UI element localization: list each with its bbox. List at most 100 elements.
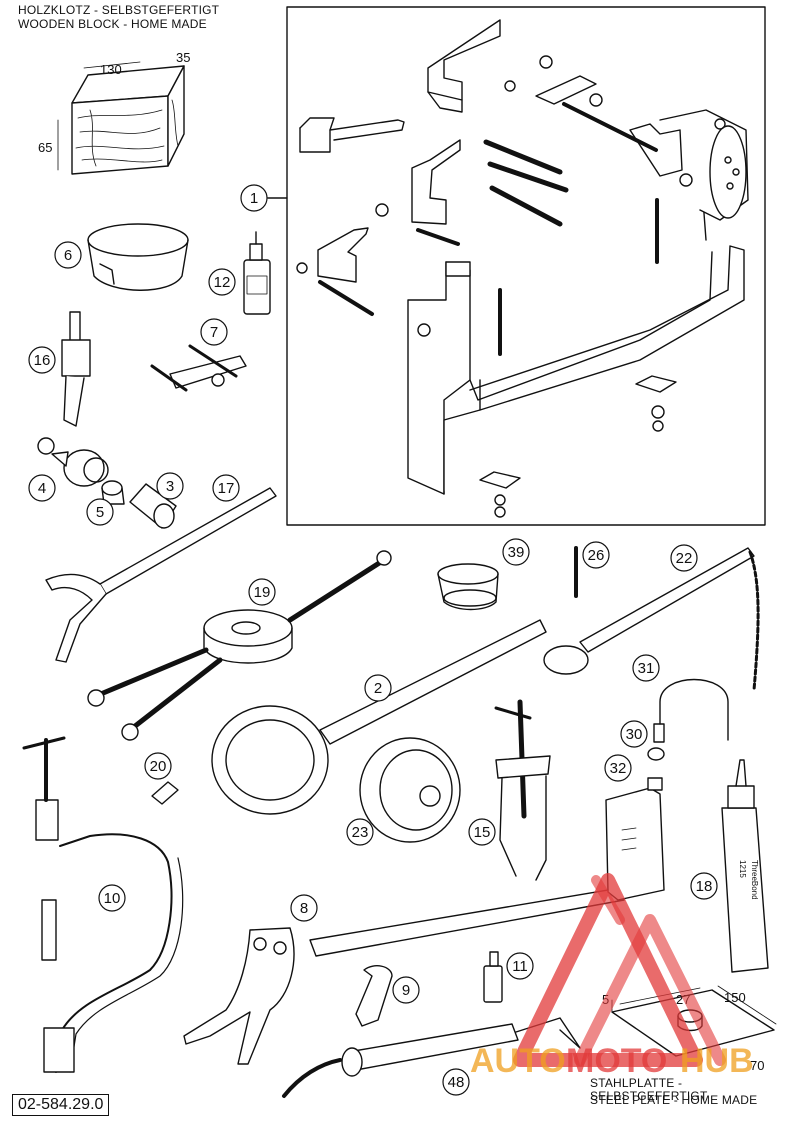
callout-circle-23 [346, 818, 374, 846]
cup-tool-39 [437, 563, 499, 611]
bolt-20 [151, 781, 179, 805]
callout-label-19: 19 [254, 584, 271, 601]
callout-label-26: 26 [588, 547, 605, 564]
callout-circle-32 [604, 754, 632, 782]
callout-circle-15 [468, 818, 496, 846]
callout-circle-8 [290, 894, 318, 922]
callout-label-4: 4 [38, 480, 46, 497]
callout-circle-1 [240, 184, 268, 212]
callout-circle-48 [442, 1068, 470, 1096]
wood-length-label: 130 [100, 62, 122, 77]
cap-32 [647, 747, 665, 761]
callout-circle-12 [208, 268, 236, 296]
watermark-logo [513, 873, 726, 1067]
callout-label-15: 15 [474, 824, 491, 841]
holder-tool-19 [87, 550, 392, 741]
wood-block-dimensions: 130 35 65 [38, 50, 190, 155]
callout-label-6: 6 [64, 247, 72, 264]
tube-brand-text: ThreeBond [750, 860, 759, 900]
puller-tool-16 [61, 311, 91, 427]
sleeve-3 [129, 483, 177, 529]
header-line-2: WOODEN BLOCK - HOME MADE [18, 17, 207, 31]
key-tool-9 [355, 965, 393, 1027]
threebond-tube-18 [721, 759, 769, 973]
callout-label-32: 32 [610, 760, 627, 777]
callout-circle-6 [54, 241, 82, 269]
assembly-frame-box [286, 6, 766, 526]
compressor-10 [22, 736, 184, 1073]
callout-label-8: 8 [300, 900, 308, 917]
callout-label-31: 31 [638, 660, 655, 677]
wood-width-label: 35 [176, 50, 190, 65]
callout-label-7: 7 [210, 324, 218, 341]
wooden-block-drawing [57, 61, 185, 175]
callout-label-9: 9 [402, 982, 410, 999]
callout-circle-16 [28, 346, 56, 374]
watermark-part-1: AUTO [470, 1042, 566, 1080]
footer-line-2: STEEL PLATE - HOME MADE [590, 1093, 758, 1107]
document-number: 02-584.29.0 [12, 1094, 110, 1116]
callout-label-39: 39 [508, 544, 525, 561]
callout-circle-19 [248, 578, 276, 606]
sleeve-5 [101, 480, 125, 505]
callout-label-12: 12 [214, 274, 231, 291]
holder-tool-8 [183, 887, 625, 1065]
socket-tool-4 [37, 437, 109, 487]
small-bottle-11 [483, 951, 503, 1003]
footer-line-1: STAHLPLATTE - SELBSTGEFERTIGT [590, 1076, 708, 1103]
callout-label-5: 5 [96, 504, 104, 521]
callout-label-16: 16 [34, 352, 51, 369]
callout-circle-4 [28, 474, 56, 502]
callout-circle-26 [582, 541, 610, 569]
holding-wrench-2 [211, 619, 547, 815]
callout-circle-2 [364, 674, 392, 702]
callout-label-30: 30 [626, 726, 643, 743]
callout-label-1: 1 [250, 190, 258, 207]
plate-dim-c: 150 [724, 990, 746, 1005]
u-bolt-31 [659, 678, 729, 741]
callout-label-23: 23 [352, 824, 369, 841]
gear-puller-15 [494, 699, 551, 881]
engine-stand-drawing [296, 19, 749, 518]
callout-label-22: 22 [676, 550, 693, 567]
callout-circle-11 [506, 952, 534, 980]
callout-circle-31 [632, 654, 660, 682]
watermark-part-3: HUB [680, 1042, 754, 1080]
callout-circle-5 [86, 498, 114, 526]
callout-circle-22 [670, 544, 698, 572]
grease-gun-48 [282, 1017, 581, 1098]
callout-label-3: 3 [166, 478, 174, 495]
callout-circle-30 [620, 720, 648, 748]
callout-label-18: 18 [696, 878, 713, 895]
callout-circle-39 [502, 538, 530, 566]
screw-30 [653, 723, 665, 743]
lever-tool-17 [45, 487, 277, 663]
callout-label-10: 10 [104, 890, 121, 907]
callout-circle-20 [144, 752, 172, 780]
callout-label-48: 48 [448, 1074, 465, 1091]
callout-label-2: 2 [374, 680, 382, 697]
plate-dim-d: 70 [750, 1058, 764, 1073]
callout-label-11: 11 [512, 958, 528, 975]
tube-code-text: 1215 [738, 860, 747, 878]
callout-circle-9 [392, 976, 420, 1004]
callout-circle-18 [690, 872, 718, 900]
callout-label-17: 17 [218, 480, 235, 497]
callout-circle-17 [212, 474, 240, 502]
clamp-tool-7 [150, 344, 247, 392]
flywheel-puller-23 [359, 737, 461, 843]
watermark-part-2: MOTO [566, 1042, 667, 1080]
wood-height-label: 65 [38, 140, 52, 155]
callout-circle-10 [98, 884, 126, 912]
loctite-bottle-12 [243, 231, 271, 315]
watermark-text: AUTO MOTO HUB [470, 1042, 754, 1080]
chain-wrench-22 [543, 547, 760, 692]
callout-circle-7 [200, 318, 228, 346]
ring-tool-6 [87, 223, 189, 291]
callout-circle-3 [156, 472, 184, 500]
callout-label-20: 20 [150, 758, 167, 775]
header-line-1: HOLZKLOTZ - SELBSTGEFERTIGT [18, 3, 220, 17]
